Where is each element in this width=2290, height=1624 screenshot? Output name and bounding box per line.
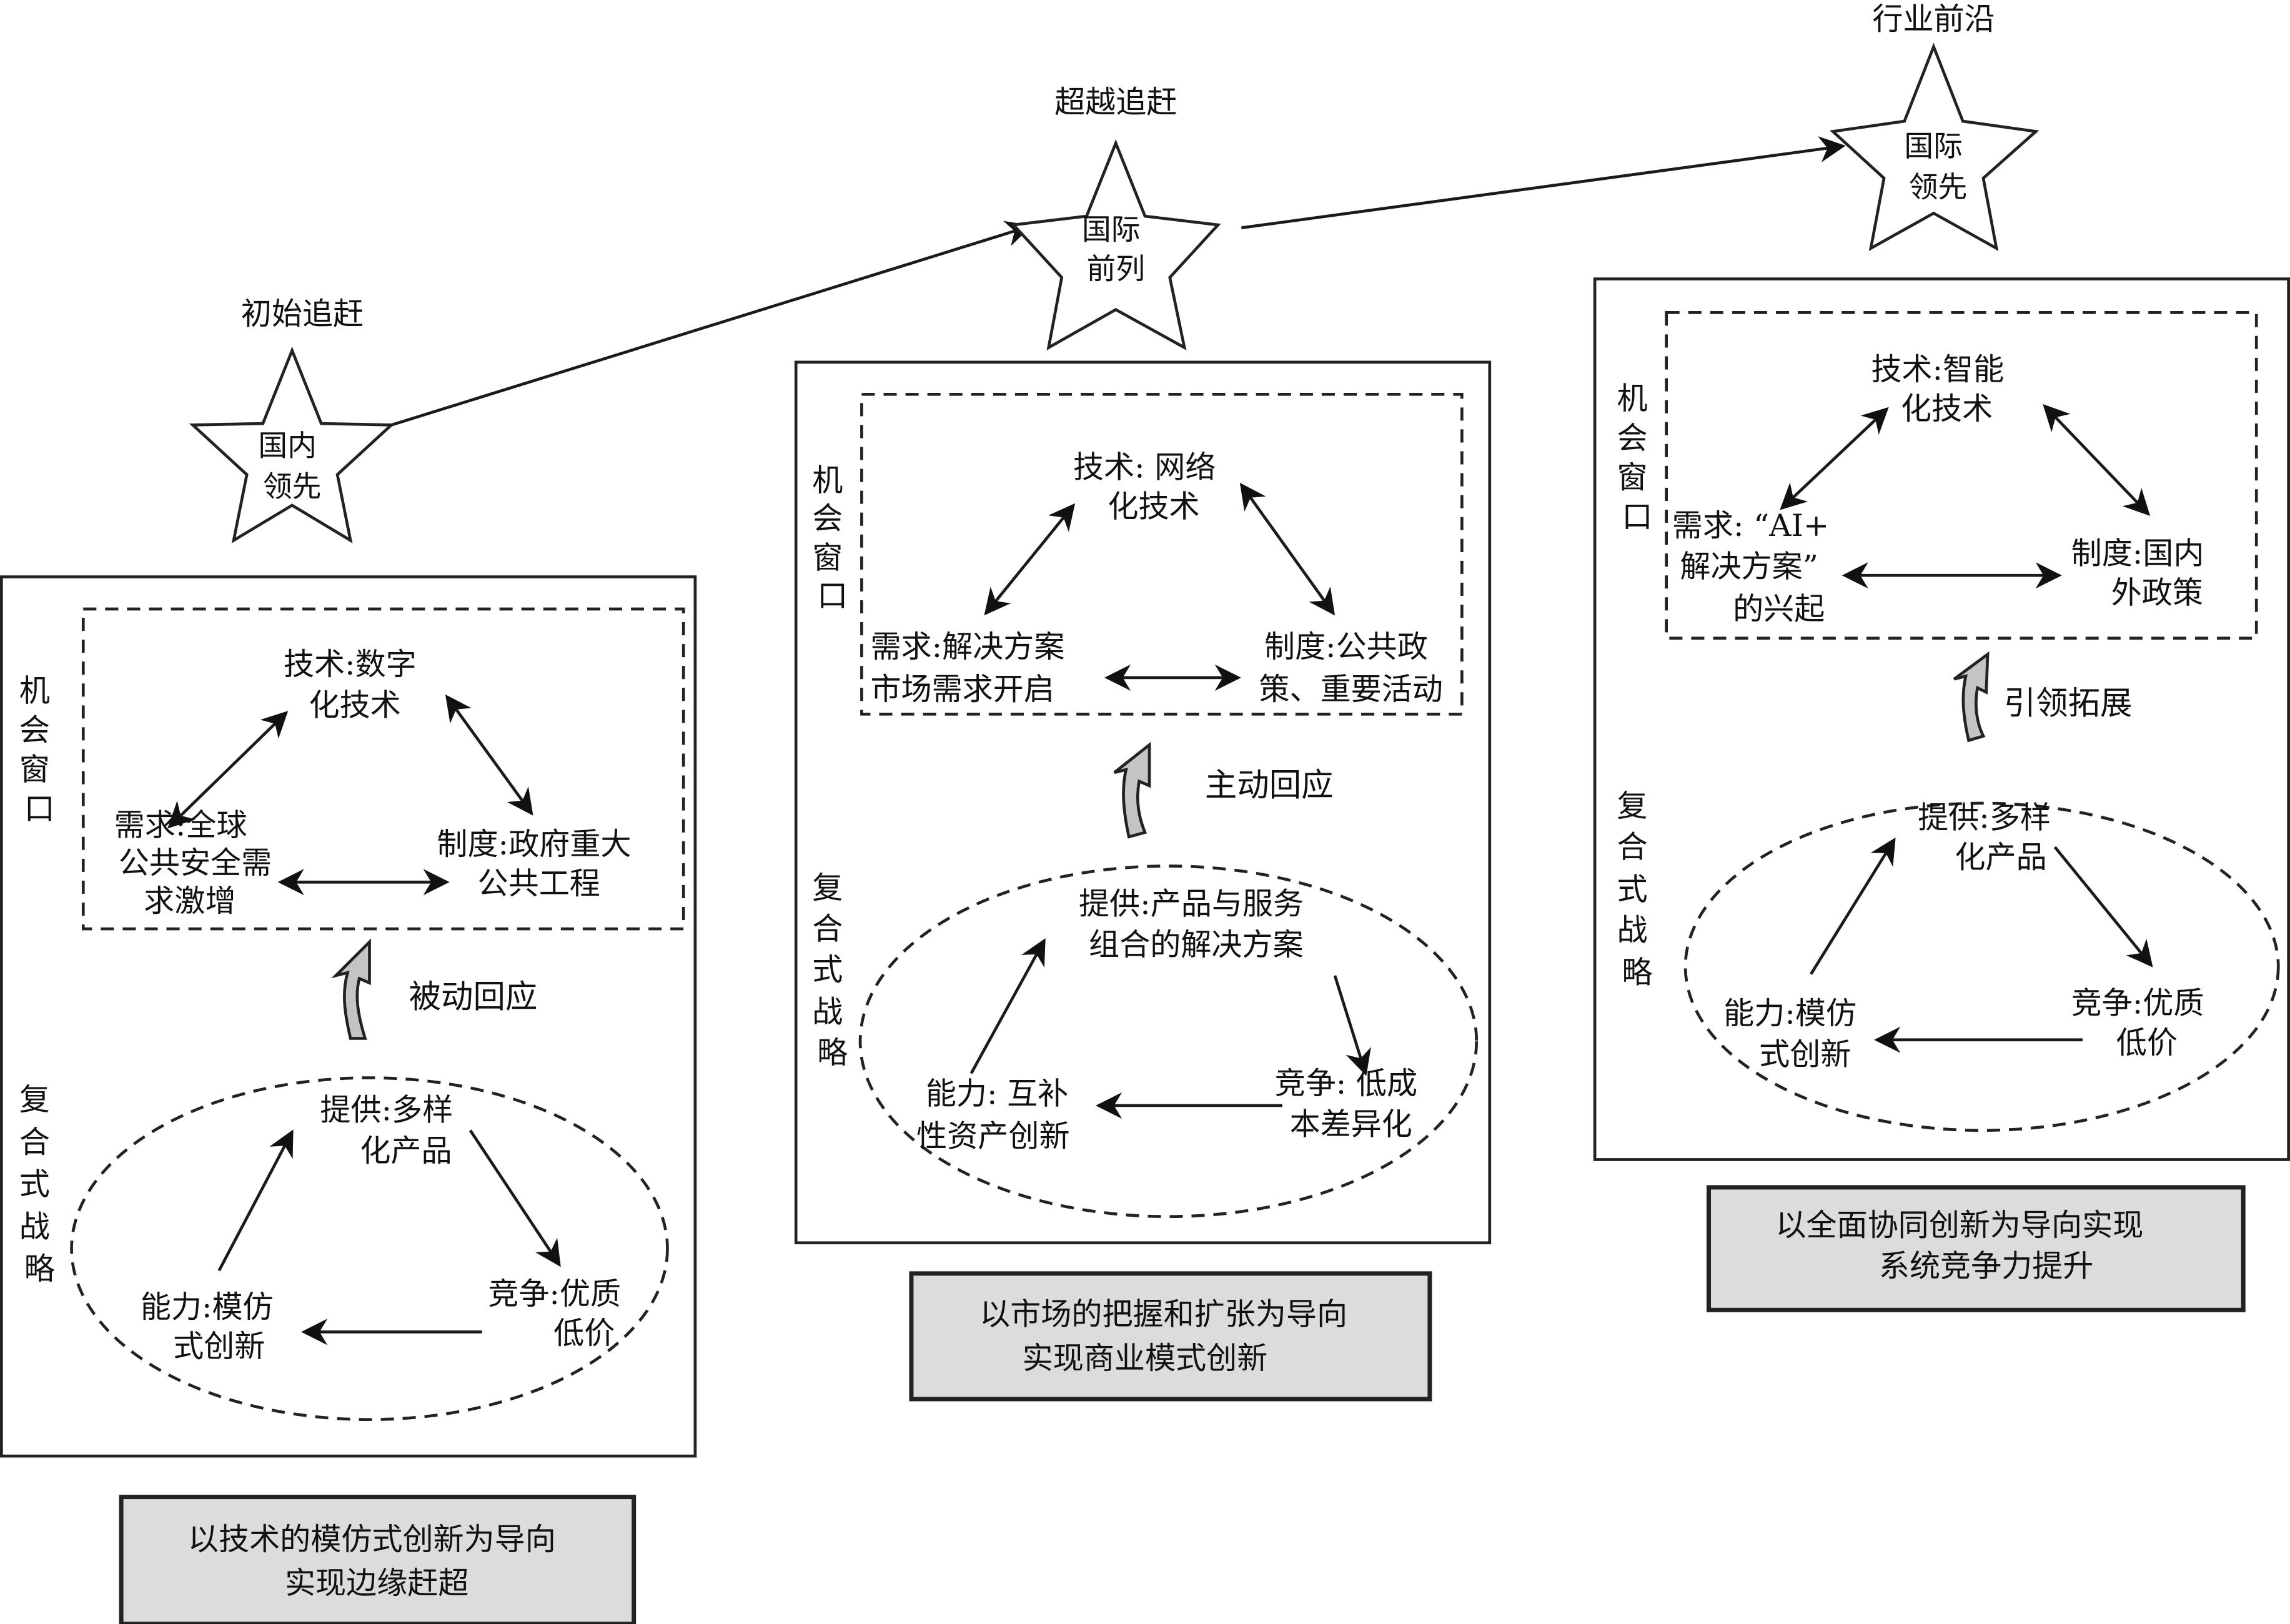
competition-node: 竞争: 低成 本差异化 xyxy=(1275,1065,1427,1142)
tech-institution-arrow xyxy=(1239,482,1336,616)
star-label: 国内 领先 xyxy=(258,429,325,503)
institution-node: 制度:政府重大 公共工程 xyxy=(437,826,641,901)
supply-competition-arrow xyxy=(2053,846,2153,968)
stage-3: 行业前沿 国际 领先 机 会 窗 口 技术:智能 化技术 需求: “AI+ 解决… xyxy=(1593,1,2290,1312)
opportunity-window-label: 机 会 窗 口 xyxy=(1617,380,1658,535)
stage-panel xyxy=(1593,277,2290,1161)
tech-node: 技术:数字 化技术 xyxy=(284,646,426,723)
opportunity-window-label: 机 会 窗 口 xyxy=(812,462,853,614)
tech-node: 技术: 网络 化技术 xyxy=(1073,449,1226,525)
competition-node: 竞争:优质 低价 xyxy=(2071,985,2214,1061)
strategy-ellipse xyxy=(858,864,1479,1218)
result-text: 以技术的模仿式创新为导向 实现边缘赶超 xyxy=(188,1521,566,1601)
strategy-ellipse xyxy=(1683,801,2280,1132)
response-label: 引领拓展 xyxy=(2004,685,2133,722)
response-arrow-icon xyxy=(1113,741,1151,839)
milestone-label: 行业前沿 xyxy=(1872,1,1995,37)
institution-node: 制度:国内 外政策 xyxy=(2071,535,2214,611)
capability-node: 能力:模仿 式创新 xyxy=(1723,995,1866,1072)
result-box xyxy=(119,1495,637,1624)
star-icon xyxy=(189,346,395,543)
tech-demand-arrow xyxy=(167,711,289,829)
capability-supply-arrow xyxy=(217,1129,294,1272)
strategy-label: 复 合 式 战 略 xyxy=(1617,788,1658,991)
supply-node: 提供:多样 化产品 xyxy=(1918,800,2060,875)
trajectory-arrow-1 xyxy=(390,220,1033,427)
milestone-label: 超越追赶 xyxy=(1054,84,1177,120)
supply-node: 提供:产品与服务 组合的解决方案 xyxy=(1079,886,1314,963)
star-label: 国际 前列 xyxy=(1082,213,1149,286)
demand-node: 需求:全球 公共安全需 求激增 xyxy=(114,806,282,919)
stage-panel xyxy=(0,575,697,1458)
opportunity-window-box xyxy=(860,392,1464,716)
trajectory-arrow-2 xyxy=(1241,136,1846,230)
supply-competition-arrow xyxy=(468,1129,561,1267)
result-box xyxy=(909,1271,1432,1402)
response-label: 被动回应 xyxy=(409,978,538,1016)
milestone-label: 初始追赶 xyxy=(241,295,364,332)
opportunity-window-box xyxy=(1665,311,2258,640)
tech-demand-arrow xyxy=(984,503,1076,616)
demand-node: 需求: “AI+ 解决方案” 的兴起 xyxy=(1672,507,1839,626)
star-icon xyxy=(1829,42,2040,251)
competition-node: 竞争:优质 低价 xyxy=(488,1275,630,1351)
demand-node: 需求:解决方案 市场需求开启 xyxy=(870,628,1074,707)
tech-node: 技术:智能 化技术 xyxy=(1871,351,2013,427)
capability-node: 能力:模仿 式创新 xyxy=(141,1289,283,1364)
tech-institution-arrow xyxy=(2043,404,2151,517)
opportunity-window-label: 机 会 窗 口 xyxy=(19,672,60,826)
capability-node: 能力: 互补 性资产创新 xyxy=(916,1076,1078,1154)
star-icon xyxy=(1010,139,1221,350)
capability-supply-arrow xyxy=(969,938,1046,1074)
capability-supply-arrow xyxy=(1810,837,1896,975)
result-text: 以市场的把握和扩张为导向 实现商业模式创新 xyxy=(979,1296,1357,1376)
strategy-label: 复 合 式 战 略 xyxy=(19,1081,60,1287)
result-text: 以全面协同创新为导向实现 系统竞争力提升 xyxy=(1775,1207,2153,1284)
response-arrow-icon xyxy=(331,938,371,1040)
response-arrow-icon xyxy=(1953,651,1990,743)
supply-competition-arrow xyxy=(1333,975,1371,1076)
response-label: 主动回应 xyxy=(1205,766,1334,804)
stage-panel xyxy=(794,360,1492,1245)
tech-demand-arrow xyxy=(1780,407,1889,510)
strategy-ellipse xyxy=(70,1076,669,1421)
result-box xyxy=(1706,1185,2246,1312)
stage-1: 初始追赶 国内 领先 机 会 窗 口 技术:数字 化技术 需求:全球 公共安全需… xyxy=(0,295,697,1624)
tech-institution-arrow xyxy=(445,694,533,816)
institution-node: 制度:公共政 策、重要活动 xyxy=(1259,628,1442,707)
strategy-label: 复 合 式 战 略 xyxy=(812,869,853,1071)
stage-2: 超越追赶 国际 前列 机 会 窗 口 技术: 网络 化技术 需求:解决方案 市场… xyxy=(794,84,1492,1402)
star-label: 国际 领先 xyxy=(1904,130,1971,204)
supply-node: 提供:多样 化产品 xyxy=(320,1091,462,1168)
